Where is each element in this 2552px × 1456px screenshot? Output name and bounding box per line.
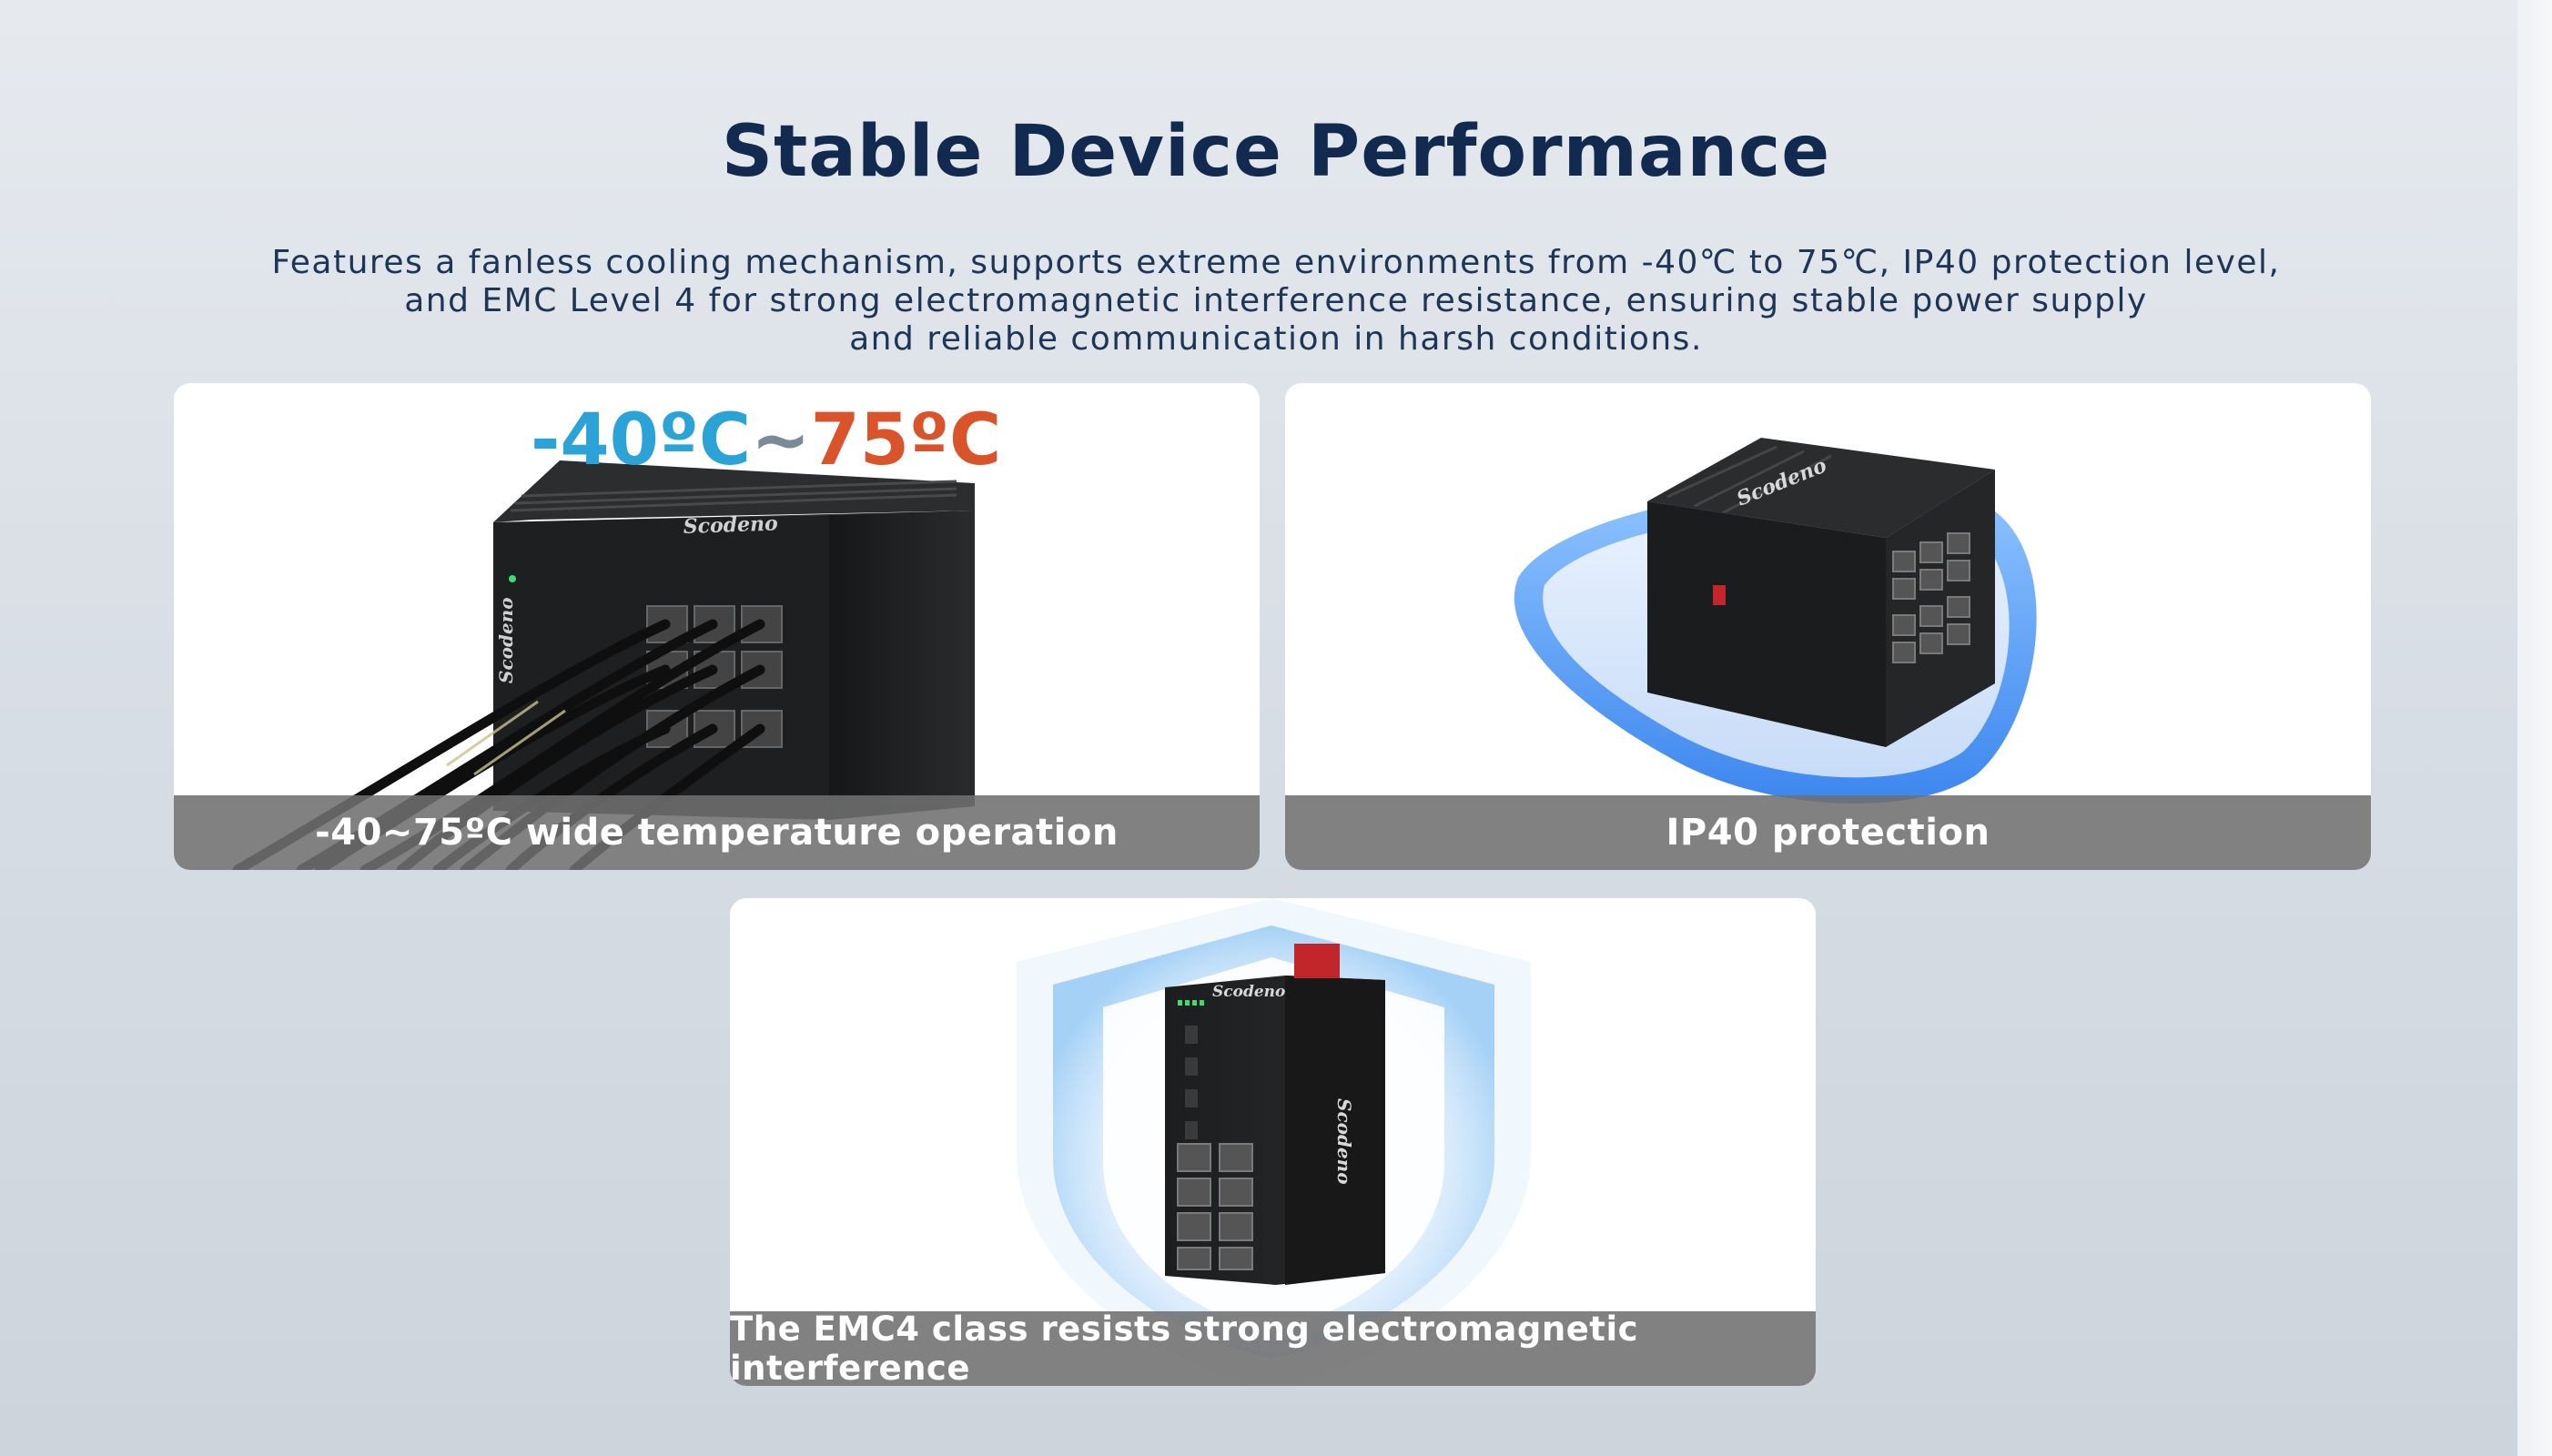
- temperature-range-label: -40ºC~75ºC: [531, 399, 1001, 481]
- page-title: Stable Device Performance: [721, 111, 1831, 193]
- switch-on-shield-image: Scodeno: [1514, 438, 2037, 804]
- temp-cold-value: -40ºC: [531, 399, 752, 481]
- switch-with-cables-image: Scodeno Scodeno: [232, 460, 975, 870]
- brand-logo: Scodeno: [1212, 983, 1285, 1001]
- card-emc4-class: Scodeno Scodeno The EMC4 class resists s…: [730, 898, 1816, 1386]
- brand-logo: Scodeno: [683, 511, 778, 539]
- temp-hot-value: 75ºC: [810, 399, 1002, 481]
- description-line: and EMC Level 4 for strong electromagnet…: [404, 282, 2148, 319]
- card-wide-temperature: Scodeno Scodeno -40ºC~75ºC -40~75ºC wide…: [174, 383, 1260, 870]
- card-caption: -40~75ºC wide temperature operation: [174, 795, 1260, 870]
- description-line: Features a fanless cooling mechanism, su…: [271, 244, 2281, 281]
- page-description: Features a fanless cooling mechanism, su…: [0, 244, 2552, 359]
- card-ip40-protection: Scodeno IP40 protection: [1285, 383, 2371, 870]
- description-line: and reliable communication in harsh cond…: [849, 320, 1703, 358]
- brand-logo-side: Scodeno: [495, 597, 517, 683]
- card-caption: IP40 protection: [1285, 795, 2371, 870]
- brand-logo-side: Scodeno: [1333, 1098, 1355, 1185]
- right-edge-strip: [2517, 0, 2552, 1456]
- card-caption: The EMC4 class resists strong electromag…: [730, 1309, 1816, 1386]
- switch-in-shield-image: Scodeno Scodeno: [1017, 898, 1531, 1386]
- temp-tilde: ~: [751, 399, 811, 481]
